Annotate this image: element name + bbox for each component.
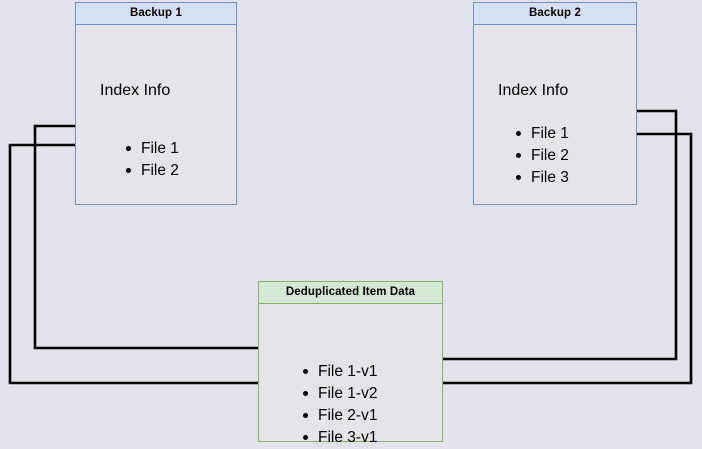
list-item: File 1-v2 xyxy=(301,383,377,405)
deduplicated-item-data-header: Deduplicated Item Data xyxy=(258,281,443,304)
list-item: File 1 xyxy=(124,138,179,160)
backup-1-index-info-label: Index Info xyxy=(100,82,171,99)
backup-1-body: Index Info File 1 File 2 xyxy=(75,25,237,205)
deduplicated-item-data-box[interactable]: Deduplicated Item Data File 1-v1 File 1-… xyxy=(258,281,443,446)
list-item: File 2-v1 xyxy=(301,405,377,427)
backup-1-box[interactable]: Backup 1 Index Info File 1 File 2 xyxy=(75,2,237,205)
deduplicated-item-data-body: File 1-v1 File 1-v2 File 2-v1 File 3-v1 xyxy=(258,304,443,446)
backup-2-box[interactable]: Backup 2 Index Info File 1 File 2 File 3 xyxy=(473,2,637,205)
backup-2-file-list: File 1 File 2 File 3 xyxy=(514,123,569,189)
list-item: File 1-v1 xyxy=(301,361,377,383)
list-item: File 2 xyxy=(124,160,179,182)
backup-2-index-info-label: Index Info xyxy=(498,82,569,99)
list-item: File 2 xyxy=(514,145,569,167)
list-item: File 3 xyxy=(514,167,569,189)
list-item: File 3-v1 xyxy=(301,427,377,449)
backup-2-body: Index Info File 1 File 2 File 3 xyxy=(473,25,637,205)
deduplicated-item-list: File 1-v1 File 1-v2 File 2-v1 File 3-v1 xyxy=(301,361,377,449)
backup-1-header: Backup 1 xyxy=(75,2,237,25)
list-item: File 1 xyxy=(514,123,569,145)
backup-1-file-list: File 1 File 2 xyxy=(124,138,179,182)
backup-2-header: Backup 2 xyxy=(473,2,637,25)
